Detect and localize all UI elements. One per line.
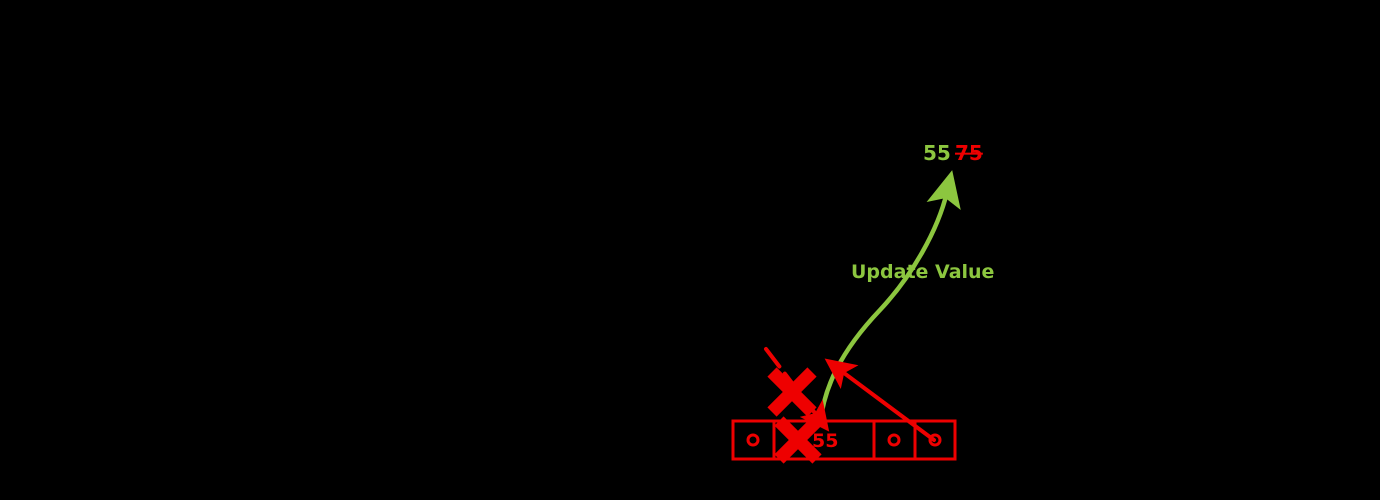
node-value-text: 55 [812, 430, 838, 452]
next-pointer-b-circle-icon [928, 433, 942, 447]
new-value-label: 55 [923, 141, 951, 165]
next-pointer-a-circle-icon [887, 433, 901, 447]
update-value-arrow [817, 170, 961, 427]
node-outline [731, 419, 957, 461]
linked-list-node[interactable] [731, 419, 957, 461]
update-value-label: Update Value [851, 261, 994, 283]
prev-pointer-circle-icon [746, 433, 760, 447]
upper-cross-icon [767, 367, 817, 417]
lower-cross-icon [774, 416, 822, 464]
old-value-label: 75 [955, 141, 983, 165]
pointer-redirect-arrow [824, 358, 936, 442]
